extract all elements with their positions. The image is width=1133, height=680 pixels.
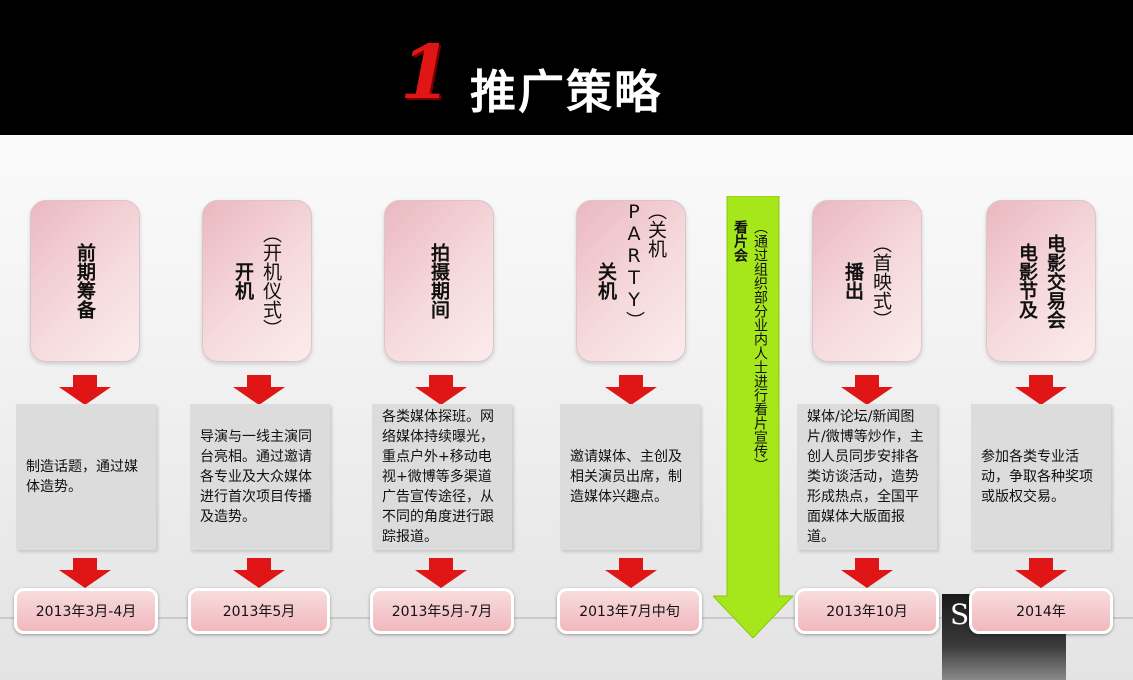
down-arrow-icon xyxy=(415,375,467,405)
stage-title: 播出 xyxy=(842,262,864,300)
stage-description: 参加各类专业活动，争取各种奖项或版权交易。 xyxy=(971,404,1111,550)
stage-date: 2013年5月 xyxy=(188,588,330,634)
down-arrow-icon xyxy=(233,558,285,588)
stage-box-wrap: （关机PARTY） 关机 xyxy=(576,200,686,362)
down-arrow-icon xyxy=(841,558,893,588)
down-arrow-icon xyxy=(605,375,657,405)
down-arrow-icon xyxy=(1015,558,1067,588)
stage-box-broadcast: （首映式） 播出 xyxy=(812,200,922,362)
stage-box-startup: （开机仪式） 开机 xyxy=(202,200,312,362)
stage-paren: （首映式） xyxy=(870,233,892,329)
logo-letter: S xyxy=(950,598,970,631)
page-title: 推广策略 xyxy=(470,65,662,119)
down-arrow-icon xyxy=(415,558,467,588)
stage-title: 电影节及 xyxy=(1016,243,1038,319)
stage-box-festival: 电影交易会 电影节及 xyxy=(986,200,1096,362)
stage-description: 媒体/论坛/新闻图片/微博等炒作，主创人员同步安排各类访谈活动，造势形成热点，全… xyxy=(797,404,937,550)
section-number: 1 xyxy=(400,30,452,116)
stage-box-prep: 前期筹备 xyxy=(30,200,140,362)
stage-date: 2014年 xyxy=(969,588,1113,634)
down-arrow-icon xyxy=(605,558,657,588)
stage-description: 邀请媒体、主创及相关演员出席，制造媒体兴趣点。 xyxy=(560,404,700,550)
stage-title: 关机 xyxy=(595,262,617,300)
down-arrow-icon xyxy=(59,558,111,588)
stage-paren: （关机PARTY） xyxy=(623,201,667,330)
stage-date: 2013年7月中旬 xyxy=(557,588,702,634)
screening-arrow-icon xyxy=(713,196,793,638)
stage-description: 导演与一线主演同台亮相。通过邀请各专业及大众媒体进行首次项目传播及造势。 xyxy=(190,404,330,550)
down-arrow-icon xyxy=(59,375,111,405)
stage-date: 2013年5月-7月 xyxy=(370,588,514,634)
stage-date: 2013年3月-4月 xyxy=(14,588,158,634)
down-arrow-icon xyxy=(841,375,893,405)
stage-title: 前期筹备 xyxy=(74,243,96,319)
down-arrow-icon xyxy=(1015,375,1067,405)
screening-description: （通过组织部分业内人士进行看片宣传） xyxy=(752,220,768,472)
stage-title: 拍摄期间 xyxy=(428,243,450,319)
title-bar: 1 推广策略 xyxy=(0,0,1133,135)
stage-description: 制造话题，通过媒体造势。 xyxy=(16,404,156,550)
stage-date: 2013年10月 xyxy=(795,588,939,634)
stage-paren: （开机仪式） xyxy=(260,224,282,338)
stage-title: 开机 xyxy=(232,262,254,300)
down-arrow-icon xyxy=(233,375,285,405)
stage-description: 各类媒体探班。网络媒体持续曝光，重点户外+移动电视+微博等多渠道广告宣传途径，从… xyxy=(372,404,512,550)
stage-paren: 电影交易会 xyxy=(1044,233,1066,329)
screening-label: 看片会 xyxy=(732,220,748,262)
stage-box-shooting: 拍摄期间 xyxy=(384,200,494,362)
